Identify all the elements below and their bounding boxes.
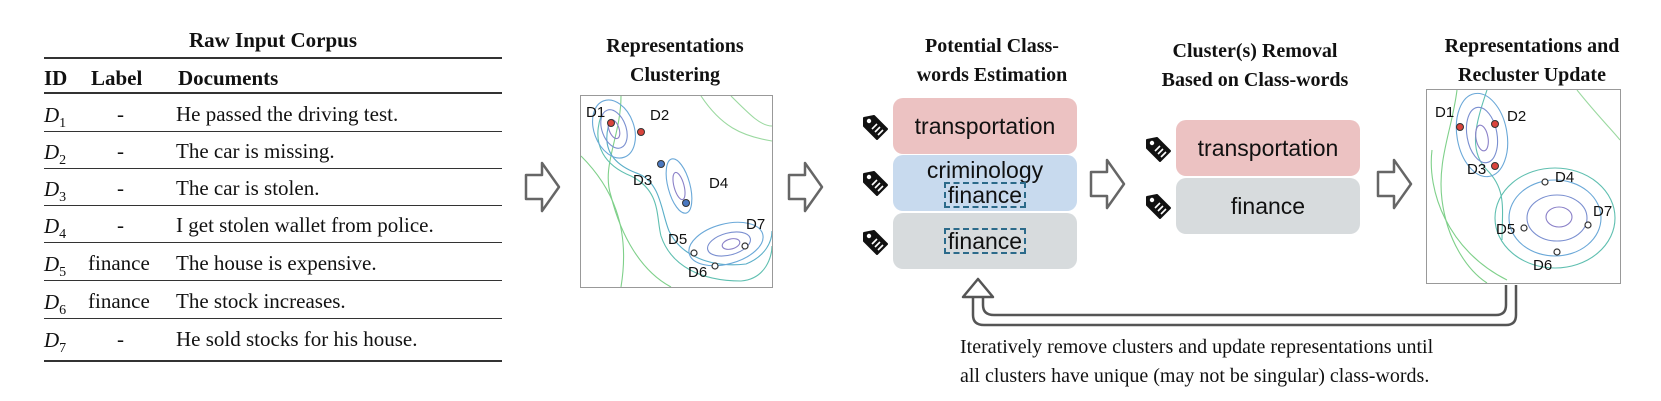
point-d6 (711, 262, 719, 270)
header-documents: Documents (178, 66, 279, 90)
class-word-finance-dashed: finance (943, 228, 1027, 254)
table-bottom-rule (44, 360, 502, 362)
point-label: D5 (668, 231, 687, 248)
point-d6 (1553, 248, 1561, 256)
stage4-title-line2: Recluster Update (1458, 64, 1606, 86)
stage2-title-line2: words Estimation (916, 64, 1068, 86)
cluster-transportation: transportation (893, 98, 1077, 154)
row-label: finance (88, 289, 150, 313)
row-document: The stock increases. (176, 289, 346, 313)
point-d4 (1541, 178, 1549, 186)
point-d2 (1491, 120, 1499, 128)
point-label: D1 (1435, 104, 1454, 121)
right-arrow-icon (1376, 158, 1413, 210)
point-d2 (637, 128, 645, 136)
row-id: D1 (44, 103, 67, 132)
row-rule (44, 242, 502, 243)
row-document: I get stolen wallet from police. (176, 213, 434, 237)
right-arrow-icon (1089, 158, 1126, 210)
row-id: D7 (44, 328, 67, 357)
stage1-title-line2: Clustering (630, 64, 720, 86)
point-label: D1 (586, 104, 605, 121)
point-d3 (1491, 162, 1499, 170)
row-label: finance (88, 251, 150, 275)
tag-icon (863, 230, 888, 255)
row-label: - (117, 139, 124, 163)
row-id: D2 (44, 140, 67, 169)
row-document: The car is stolen. (176, 176, 320, 200)
point-d1 (1456, 123, 1464, 131)
stage2-title-line1: Potential Class- (925, 35, 1059, 57)
stage4-title: Representations and Recluster Update (1412, 32, 1652, 90)
stage3-title: Cluster(s) Removal Based on Class-words (1135, 37, 1375, 95)
point-label: D5 (1496, 221, 1515, 238)
tag-icon (863, 171, 888, 196)
header-label: Label (91, 66, 143, 90)
header-id: ID (44, 66, 68, 90)
stage3-title-line2: Based on Class-words (1161, 69, 1349, 91)
row-label: - (117, 327, 124, 351)
row-document: He passed the driving test. (176, 102, 399, 126)
row-rule (44, 318, 502, 319)
row-id: D6 (44, 290, 67, 319)
row-rule (44, 168, 502, 169)
right-arrow-icon (787, 161, 824, 213)
loop-note-line1: Iteratively remove clusters and update r… (960, 336, 1434, 358)
corpus-title: Raw Input Corpus (188, 28, 358, 52)
cluster-finance: finance (893, 213, 1077, 269)
row-id: D4 (44, 214, 67, 243)
point-d5 (690, 249, 698, 257)
row-label: - (117, 102, 124, 126)
point-d1 (607, 119, 615, 127)
point-label: D4 (1555, 169, 1574, 186)
cluster-transportation: transportation (1176, 120, 1360, 176)
row-label: - (117, 176, 124, 200)
point-label: D6 (1533, 257, 1552, 274)
loop-note: Iteratively remove clusters and update r… (960, 333, 1433, 391)
stage2-title: Potential Class- words Estimation (877, 32, 1107, 90)
point-label: D7 (746, 216, 765, 233)
stage1-title-line1: Representations (606, 35, 744, 57)
table-top-rule (44, 57, 502, 59)
tag-icon (1146, 194, 1171, 219)
row-document: The car is missing. (176, 139, 335, 163)
stage1-title: Representations Clustering (570, 32, 780, 90)
point-d5 (1520, 224, 1528, 232)
loop-note-line2: all clusters have unique (may not be sin… (960, 365, 1430, 387)
point-label: D3 (633, 172, 652, 189)
row-id: D3 (44, 177, 67, 206)
point-d3 (657, 160, 665, 168)
loop-arrow-icon (961, 277, 1518, 327)
clustering-plot: D1 D2 D3 D4 D5 D6 D7 (580, 95, 773, 288)
row-document: He sold stocks for his house. (176, 327, 418, 351)
point-label: D3 (1467, 161, 1486, 178)
right-arrow-icon (524, 161, 561, 213)
row-rule (44, 280, 502, 281)
row-label: - (117, 213, 124, 237)
tag-icon (863, 115, 888, 140)
point-d4 (682, 199, 690, 207)
point-d7 (741, 242, 749, 250)
stage4-title-line1: Representations and (1444, 35, 1620, 57)
row-rule (44, 131, 502, 132)
class-word-criminology: criminology (926, 157, 1044, 183)
row-document: The house is expensive. (176, 251, 377, 275)
point-label: D2 (1507, 108, 1526, 125)
point-label: D7 (1593, 203, 1612, 220)
point-label: D2 (650, 107, 669, 124)
point-label: D6 (688, 264, 707, 281)
header-rule (44, 92, 502, 94)
row-id: D5 (44, 252, 67, 281)
point-d7 (1584, 221, 1592, 229)
row-rule (44, 205, 502, 206)
class-word-finance-dashed: finance (943, 182, 1027, 208)
stage3-title-line1: Cluster(s) Removal (1172, 40, 1338, 62)
recluster-plot: D1 D2 D3 D4 D5 D6 D7 (1426, 89, 1621, 284)
cluster-criminology-finance: criminology finance (893, 155, 1077, 211)
point-label: D4 (709, 175, 728, 192)
tag-icon (1146, 137, 1171, 162)
cluster-finance: finance (1176, 178, 1360, 234)
